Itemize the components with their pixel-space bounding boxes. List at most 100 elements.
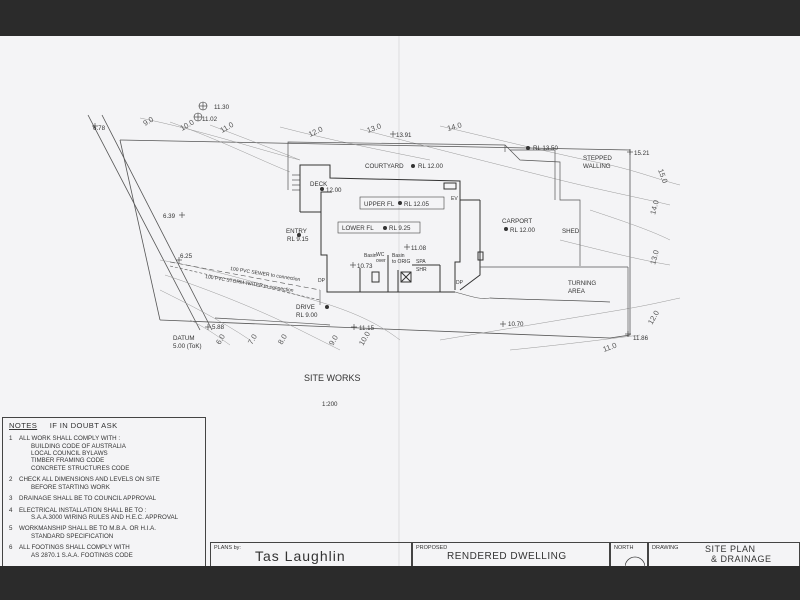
note-sub: S.A.A.3000 WIRING RULES AND H.E.C. APPRO… bbox=[31, 514, 179, 522]
to-orig-label: to ORIG bbox=[392, 259, 410, 265]
contour-lines bbox=[139, 117, 681, 351]
courtyard-enclosure bbox=[287, 141, 581, 266]
wc-label: WC bbox=[376, 252, 385, 258]
turning-label: TURNING bbox=[568, 280, 596, 287]
proposed-label: PROPOSED bbox=[416, 545, 448, 551]
spa-label: SPA bbox=[416, 259, 426, 265]
area-label: AREA bbox=[568, 288, 586, 295]
upper-floor-rl: RL 12.05 bbox=[404, 201, 429, 208]
over-label: over bbox=[376, 258, 386, 264]
datum-rl: 5.00 (ToK) bbox=[173, 343, 202, 350]
notes-header: NOTES IF IN DOUBT ASK bbox=[9, 421, 199, 430]
contour-label: 12.0 bbox=[646, 309, 661, 326]
level-1521: 15.21 bbox=[634, 150, 650, 157]
paper-fold bbox=[398, 36, 400, 566]
proposed-cell: PROPOSED RENDERED DWELLING bbox=[412, 542, 610, 566]
level-1186: 11.86 bbox=[633, 335, 649, 342]
site-plan: 9.0 10.0 11.0 12.0 13.0 14.0 15.0 14.0 1… bbox=[87, 101, 681, 408]
walling-label: WALLING bbox=[583, 163, 611, 170]
note-sub: BUILDING CODE OF AUSTRALIA bbox=[31, 442, 126, 450]
note-number: 5 bbox=[9, 525, 13, 533]
notes-panel: NOTES IF IN DOUBT ASK 1 ALL WORK SHALL C… bbox=[2, 417, 206, 566]
note-number: 1 bbox=[9, 435, 13, 443]
plans-by-cell: PLANS by: Tas Laughlin bbox=[210, 542, 412, 566]
contour-label: 13.0 bbox=[366, 121, 383, 134]
contour-label: 9.0 bbox=[327, 333, 340, 347]
contour-label: 11.0 bbox=[602, 341, 618, 354]
notes-heading: NOTES bbox=[9, 421, 38, 430]
contour-label: 8.0 bbox=[276, 332, 289, 346]
contour-label: 9.0 bbox=[142, 115, 156, 128]
proposed-value: RENDERED DWELLING bbox=[447, 551, 567, 562]
north-cell: NORTH bbox=[610, 542, 648, 567]
lower-floor-label: LOWER FL bbox=[342, 225, 374, 232]
plans-by-name: Tas Laughlin bbox=[255, 548, 346, 564]
deck-rl: 12.00 bbox=[326, 187, 342, 194]
note-text: ELECTRICAL INSTALLATION SHALL BE TO : bbox=[19, 506, 147, 514]
contour-label: 13.0 bbox=[648, 249, 660, 265]
level-1350: RL 13.50 bbox=[533, 145, 558, 152]
deck-label: DECK bbox=[310, 181, 328, 188]
dp-label: DP bbox=[456, 280, 464, 286]
note-item: 4 ELECTRICAL INSTALLATION SHALL BE TO : … bbox=[9, 507, 199, 522]
note-item: 2 CHECK ALL DIMENSIONS AND LEVELS ON SIT… bbox=[9, 476, 199, 491]
note-text: ALL FOOTINGS SHALL COMPLY WITH bbox=[19, 544, 130, 552]
note-item: 5 WORKMANSHIP SHALL BE TO M.B.A. OR H.I.… bbox=[9, 525, 199, 540]
courtyard-label: COURTYARD bbox=[365, 163, 404, 170]
note-number: 3 bbox=[9, 495, 13, 503]
note-sub: TIMBER FRAMING CODE bbox=[31, 457, 105, 465]
level-678: 6.78 bbox=[93, 125, 106, 132]
level-1073: 10.73 bbox=[357, 263, 373, 270]
basin-label: Basin bbox=[364, 253, 377, 259]
notes-subheading: IF IN DOUBT ASK bbox=[49, 421, 118, 430]
level-1108: 11.08 bbox=[411, 245, 427, 252]
contour-label: 10.0 bbox=[357, 330, 372, 347]
note-sub: STANDARD SPECIFICATION bbox=[31, 532, 114, 540]
title-block: PLANS by: Tas Laughlin PROPOSED RENDERED… bbox=[210, 542, 800, 567]
carport-label: CARPORT bbox=[502, 218, 532, 225]
note-text: ALL WORK SHALL COMPLY WITH : bbox=[19, 435, 121, 443]
shr-label: SHR bbox=[416, 267, 427, 273]
north-label: NORTH bbox=[614, 545, 634, 551]
contour-label: 7.0 bbox=[246, 332, 259, 346]
note-sub: LOCAL COUNCIL BYLAWS bbox=[31, 449, 108, 457]
drawing-sheet: 9.0 10.0 11.0 12.0 13.0 14.0 15.0 14.0 1… bbox=[0, 36, 800, 566]
drawing-title: SITE WORKS bbox=[304, 373, 361, 383]
level-1115: 11.15 bbox=[359, 325, 375, 332]
level-639: 6.39 bbox=[163, 213, 176, 220]
carport-rl: RL 12.00 bbox=[510, 227, 535, 234]
courtyard-rl: RL 12.00 bbox=[418, 163, 443, 170]
floor-label-boxes bbox=[337, 196, 445, 234]
note-sub: BEFORE STARTING WORK bbox=[31, 483, 110, 491]
drawing-name-line2: & DRAINAGE bbox=[711, 554, 772, 564]
stepped-label: STEPPED bbox=[583, 155, 612, 162]
entry-label: ENTRY bbox=[286, 228, 307, 235]
datum-label: DATUM bbox=[173, 335, 195, 342]
drawing-scale: 1:200 bbox=[322, 401, 338, 408]
note-item: 3 DRAINAGE SHALL BE TO COUNCIL APPROVAL bbox=[9, 495, 199, 502]
contour-label: 12.0 bbox=[307, 124, 324, 138]
level-1391: 13.91 bbox=[396, 132, 412, 139]
contour-label: 14.0 bbox=[648, 199, 660, 215]
building-outline bbox=[299, 164, 484, 293]
ev-label: EV bbox=[451, 196, 458, 202]
site-boundary bbox=[87, 114, 631, 339]
drainage-lines bbox=[169, 261, 491, 305]
note-text: CHECK ALL DIMENSIONS AND LEVELS ON SITE bbox=[19, 476, 160, 484]
shed-label: SHED bbox=[562, 228, 580, 235]
level-588: 5.88 bbox=[212, 324, 225, 331]
drive-rl: RL 9.00 bbox=[296, 312, 318, 319]
level-1070: 10.70 bbox=[508, 321, 524, 328]
note-sub: AS 2870.1 S.A.A. FOOTINGS CODE bbox=[31, 551, 133, 559]
note-number: 4 bbox=[9, 506, 13, 514]
level-1130: 11.30 bbox=[214, 104, 230, 111]
level-1102: 11.02 bbox=[202, 116, 218, 123]
note-sub: CONCRETE STRUCTURES CODE bbox=[31, 464, 130, 472]
note-number: 2 bbox=[9, 476, 13, 484]
level-markers bbox=[92, 101, 633, 337]
rl-dots bbox=[297, 146, 530, 309]
note-item: 1 ALL WORK SHALL COMPLY WITH : BUILDING … bbox=[9, 435, 199, 472]
entry-rl: RL 9.15 bbox=[287, 236, 309, 243]
drive-label: DRIVE bbox=[296, 304, 315, 311]
drive-and-turning-area bbox=[214, 266, 629, 336]
